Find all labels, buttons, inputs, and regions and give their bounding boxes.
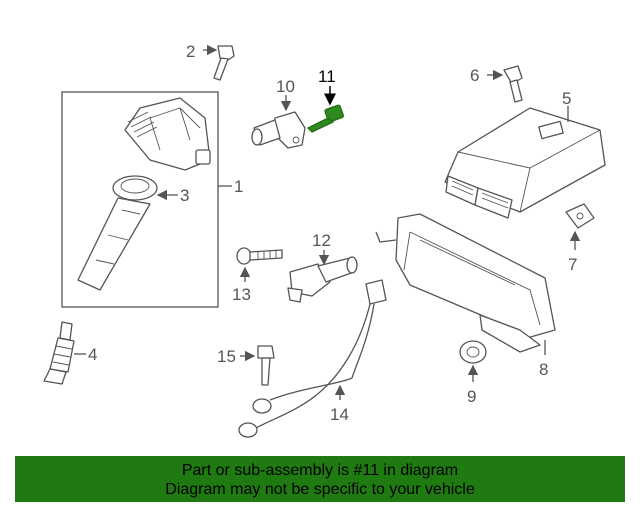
callout-5[interactable]: 5 — [562, 89, 571, 108]
banner-line-1: Part or sub-assembly is #11 in diagram — [181, 462, 459, 479]
callout-14[interactable]: 14 — [330, 405, 349, 424]
callout-4[interactable]: 4 — [88, 345, 97, 364]
bolt-6 — [487, 65, 523, 103]
sensor-10 — [251, 95, 306, 149]
callout-1[interactable]: 1 — [234, 177, 243, 196]
callout-7[interactable]: 7 — [568, 255, 577, 274]
nut-9 — [459, 340, 487, 382]
callout-2[interactable]: 2 — [186, 42, 195, 61]
coil-assembly-box — [61, 91, 219, 308]
callout-6[interactable]: 6 — [470, 66, 479, 85]
callout-9[interactable]: 9 — [467, 387, 476, 406]
bolt-13 — [236, 247, 283, 282]
ignition-coil-boot — [77, 175, 178, 291]
callout-12[interactable]: 12 — [312, 231, 331, 250]
module-bracket-8 — [375, 213, 556, 355]
callout-13[interactable]: 13 — [232, 285, 251, 304]
part-info-banner: Part or sub-assembly is #11 in diagram D… — [15, 456, 625, 502]
callout-3[interactable]: 3 — [180, 186, 189, 205]
sensor-12 — [287, 250, 358, 303]
callout-15[interactable]: 15 — [217, 347, 236, 366]
banner-line-2: Diagram may not be specific to your vehi… — [165, 481, 475, 498]
callout-10[interactable]: 10 — [276, 77, 295, 96]
ignition-coil-head — [124, 97, 211, 171]
bolt-11-highlighted[interactable] — [306, 86, 344, 133]
callout-8[interactable]: 8 — [539, 360, 548, 379]
clip-7 — [565, 203, 595, 250]
callout-11[interactable]: 11 — [318, 67, 336, 86]
knock-sensor-harness-14 — [238, 279, 387, 438]
bolt-15 — [240, 345, 275, 386]
parts-diagram: 1 3 2 4 10 — [43, 42, 606, 438]
control-module-5 — [444, 106, 606, 219]
bolt-2 — [203, 44, 235, 81]
spark-plug-4 — [43, 321, 86, 385]
